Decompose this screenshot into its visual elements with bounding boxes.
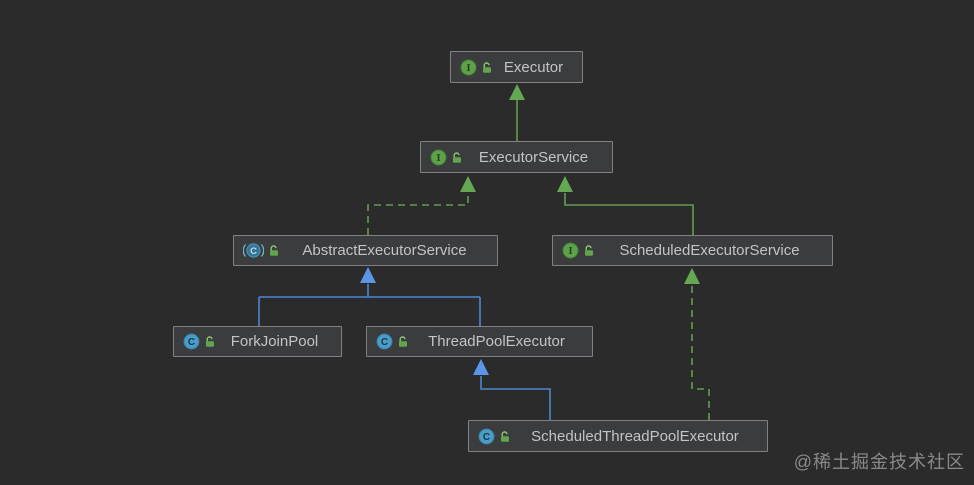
- svg-text:I: I: [568, 246, 572, 257]
- edge-abstractexecutorservice-implements-executorservice: [367, 176, 476, 235]
- node-label: ExecutorService: [478, 148, 589, 166]
- watermark: @稀土掘金技术社区: [793, 452, 965, 472]
- interface-icon: I: [430, 149, 447, 165]
- lock-icon: [206, 336, 214, 347]
- interface-icon: I: [562, 242, 579, 259]
- node-label: ForkJoinPool: [230, 333, 319, 350]
- node-scheduled-thread-pool-executor[interactable]: C ScheduledThreadPoolExecutor: [468, 420, 768, 452]
- node-label: Executor: [503, 58, 564, 76]
- edge-scheduledthreadpoolexecutor-extends-threadpoolexecutor: [473, 359, 551, 420]
- edge-executorservice-extends-executor: [509, 84, 525, 141]
- node-thread-pool-executor[interactable]: C ThreadPoolExecutor: [366, 326, 593, 357]
- lock-icon: [453, 151, 461, 163]
- class-icon: C: [376, 333, 393, 350]
- svg-text:I: I: [466, 63, 470, 74]
- svg-text:C: C: [250, 246, 257, 257]
- lock-icon: [585, 245, 593, 256]
- node-label: ScheduledThreadPoolExecutor: [531, 427, 739, 445]
- node-scheduled-executor-service[interactable]: I ScheduledExecutorService: [552, 235, 833, 266]
- node-label: ScheduledExecutorService: [619, 242, 800, 259]
- class-icon: C: [183, 333, 200, 350]
- node-executor[interactable]: I Executor: [450, 51, 583, 83]
- svg-text:C: C: [483, 432, 490, 443]
- svg-text:C: C: [381, 337, 388, 348]
- node-fork-join-pool[interactable]: C ForkJoinPool: [173, 326, 342, 357]
- edge-scheduledexecutorservice-extends-executorservice: [557, 176, 694, 235]
- node-abstract-executor-service[interactable]: C AbstractExecutorService: [233, 235, 498, 266]
- node-executor-service[interactable]: I ExecutorService: [420, 141, 613, 173]
- lock-icon: [501, 430, 509, 442]
- svg-text:I: I: [436, 153, 440, 164]
- node-label: ThreadPoolExecutor: [428, 333, 565, 350]
- class-icon: C: [478, 428, 495, 444]
- edge-forkjoinpool-threadpoolexecutor-extends-abstractexecutorservice: [258, 267, 481, 326]
- svg-text:C: C: [188, 337, 195, 348]
- node-label: AbstractExecutorService: [302, 242, 467, 259]
- lock-icon: [270, 245, 278, 256]
- lock-icon: [483, 61, 491, 73]
- edge-scheduledthreadpoolexecutor-implements-scheduledexecutorservice: [684, 268, 710, 420]
- interface-icon: I: [460, 59, 477, 75]
- lock-icon: [399, 336, 407, 347]
- abstract-class-icon: C: [243, 243, 264, 258]
